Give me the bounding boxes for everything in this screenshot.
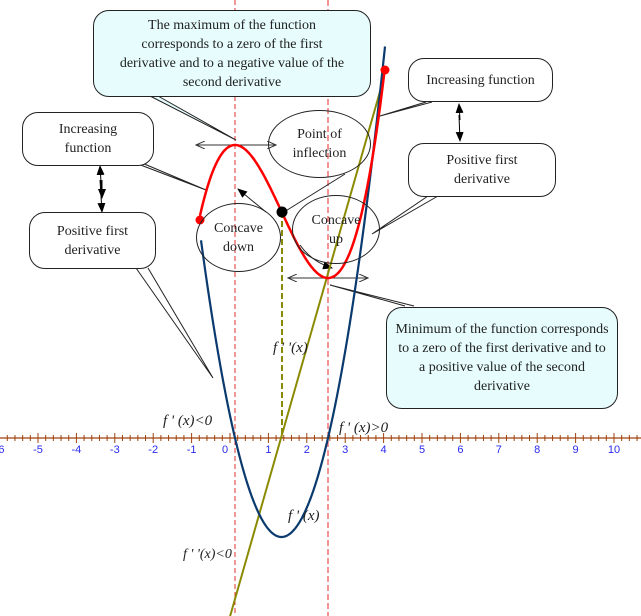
concave-up-ellipse: Concave up [292,195,380,264]
maximum-callout: The maximum of the function corresponds … [93,10,371,97]
x-tick-label: -2 [148,444,159,456]
x-tick-label: 10 [607,444,621,456]
minimum-callout: Minimum of the function corresponds to a… [386,307,618,409]
left-double-arrow-down [97,179,106,213]
second-derivative-line [229,80,384,616]
increasing-function-right-box: Increasing function [408,58,553,102]
first-derivative-negative-label: f ' (x)<0 [163,413,213,429]
first-derivative-label: f ' (x) [288,508,320,524]
positive-right-pointer [371,195,439,235]
x-tick-label: -4 [71,444,82,456]
positive-derivative-left-box: Positive first derivative [29,212,156,269]
x-tick-label: -1 [186,444,197,456]
increasing-left-pointer [137,162,207,191]
positive-left-pointer [135,267,214,379]
x-tick-label: 0 [221,444,229,456]
x-tick-label: 1 [265,444,272,456]
inflection-pointer [283,173,346,213]
inflection-point [276,206,288,218]
second-derivative-label: f ' '(x) [273,340,308,356]
increasing-right-pointer [379,101,433,117]
left-double-arrow-up [96,165,105,199]
minimum-pointer [329,284,415,307]
x-tick-label: 9 [572,444,579,456]
x-tick-label: -5 [33,444,43,456]
x-tick-label: 6 [457,444,464,456]
x-tick-label: 2 [303,444,310,456]
right-double-arrow-up [455,103,464,121]
x-tick-label: 7 [495,444,502,456]
x-tick-label: 4 [380,444,387,456]
concave-down-ellipse: Concave down [196,203,281,272]
function-end-point [380,65,390,75]
x-tick-label: 8 [534,444,541,456]
positive-derivative-right-box: Positive first derivative [408,143,556,197]
inflection-ellipse: Point of inflection [268,110,371,178]
x-tick-label: 3 [342,444,349,456]
first-derivative-positive-label: f ' (x)>0 [339,420,389,436]
x-tick-label: -3 [109,444,120,456]
x-tick-label: -6 [0,444,5,456]
second-derivative-negative-label: f ' '(x)<0 [183,547,232,562]
x-tick-label: 5 [418,444,426,456]
first-derivative-curve [199,46,387,539]
max-callout-pointer [149,95,237,141]
increasing-function-left-box: Increasing function [22,112,154,166]
right-double-arrow-down [455,114,464,142]
